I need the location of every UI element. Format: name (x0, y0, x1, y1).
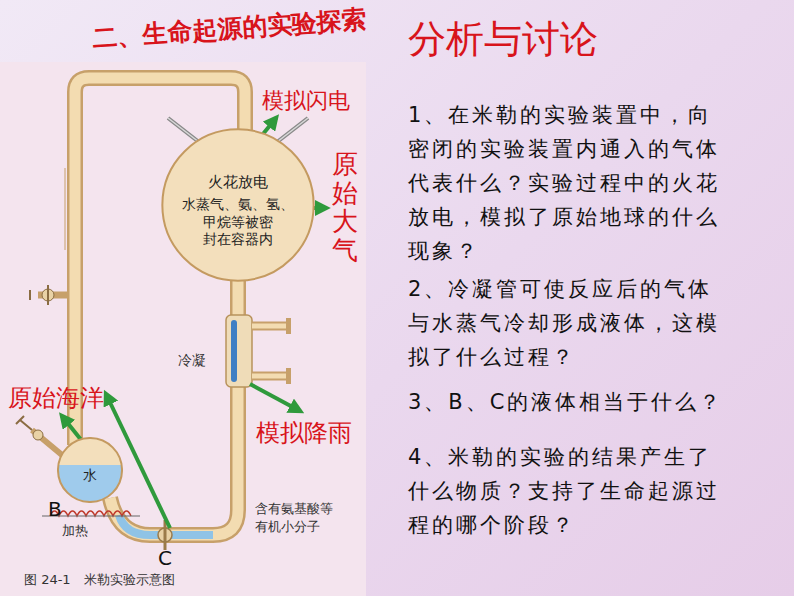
question-text: 3、B、C的液体相当于什么？ (408, 385, 780, 419)
node-body: 水蒸气、氨、氢、 甲烷等被密 封在容器内 (180, 196, 296, 249)
callout-label: 模拟降雨 (256, 417, 352, 449)
heater-coil (50, 511, 131, 516)
part-name: 冷凝 (178, 352, 206, 370)
callout-label: 模拟闪电 (262, 86, 350, 116)
node-heading: 火花放电 (160, 173, 316, 192)
callout-label: 原始海洋 (8, 382, 104, 414)
water-bulb: 水 (57, 437, 123, 503)
condenser (226, 315, 252, 387)
part-name: 加热 (62, 522, 88, 540)
slide-title: 二、生命起源的实验探索 (91, 2, 368, 54)
question-text: 1、在米勒的实验装置中，向 密闭的实验装置内通入的气体 代表什么？实验过程中的火… (408, 98, 780, 268)
question-text: 4、米勒的实验的结果产生了 什么物质？支持了生命起源过 程的哪个阶段？ (408, 440, 780, 542)
callout-letter: B (48, 497, 62, 521)
question-text: 2、冷凝管可使反应后的气体 与水蒸气冷却形成液体，这模 拟了什么过程？ (408, 272, 780, 374)
section-heading: 分析与讨论 (408, 14, 598, 65)
gas-inlet (32, 430, 62, 455)
node-heading: 水 (57, 467, 123, 485)
callout-label: 原始大气 (332, 150, 358, 264)
part-name: 含有氨基酸等 有机小分子 (255, 500, 355, 536)
picture-ground (0, 62, 366, 596)
figure-caption: 图 24-1 米勒实验示意图 (24, 571, 175, 589)
reaction-flask: 火花放电水蒸气、氨、氢、 甲烷等被密 封在容器内 (160, 127, 316, 283)
tube (110, 280, 238, 535)
callout-letter: C (158, 546, 172, 570)
